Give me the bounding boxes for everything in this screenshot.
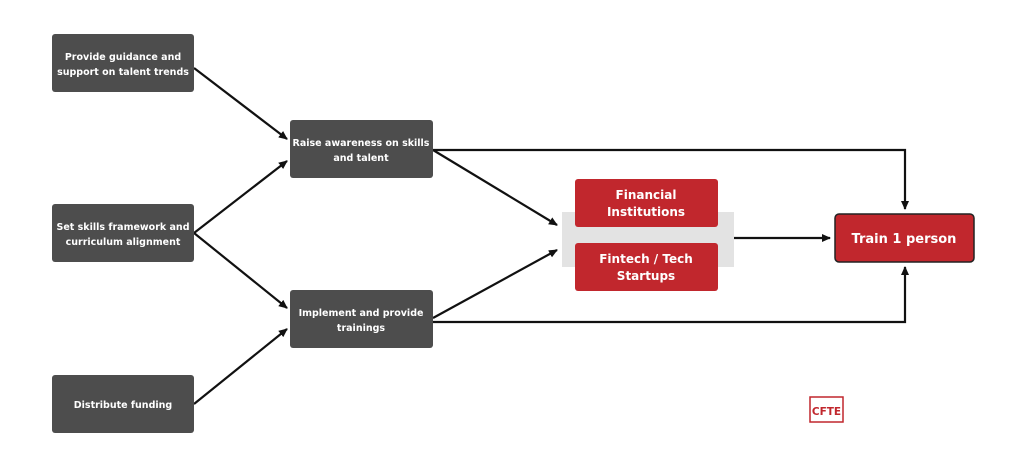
node-guidance-line1: Provide guidance and bbox=[65, 52, 181, 63]
node-fintech-startups-line2: Startups bbox=[617, 269, 675, 283]
arrow-trainings-to-train bbox=[433, 266, 909, 324]
node-skills-framework: Set skills framework and curriculum alig… bbox=[52, 204, 194, 262]
arrow-framework-to-awareness bbox=[193, 160, 288, 234]
arrow-awareness-to-band bbox=[432, 149, 558, 226]
arrow-guidance-to-awareness bbox=[193, 67, 288, 140]
node-awareness: Raise awareness on skills and talent bbox=[290, 120, 433, 178]
node-financial-institutions-line2: Institutions bbox=[607, 205, 685, 219]
connectors bbox=[193, 67, 909, 405]
node-train-person-label: Train 1 person bbox=[852, 232, 957, 247]
node-trainings: Implement and provide trainings bbox=[290, 290, 433, 348]
node-train-person: Train 1 person bbox=[834, 213, 975, 263]
node-financial-institutions-line1: Financial bbox=[616, 188, 677, 202]
node-funding: Distribute funding bbox=[52, 375, 194, 433]
node-skills-framework-line2: curriculum alignment bbox=[66, 237, 181, 248]
node-guidance-line2: support on talent trends bbox=[57, 67, 189, 78]
arrow-awareness-to-train bbox=[433, 148, 909, 210]
node-funding-label: Distribute funding bbox=[74, 400, 172, 411]
node-trainings-line2: trainings bbox=[337, 323, 385, 334]
cfte-logo-text: CFTE bbox=[812, 406, 841, 418]
arrow-funding-to-trainings bbox=[193, 328, 288, 405]
node-guidance: Provide guidance and support on talent t… bbox=[52, 34, 194, 92]
node-fintech-startups-line1: Fintech / Tech bbox=[599, 252, 693, 266]
node-awareness-line2: and talent bbox=[333, 153, 389, 164]
node-trainings-line1: Implement and provide bbox=[299, 308, 424, 319]
node-financial-institutions: Financial Institutions bbox=[575, 179, 718, 227]
cfte-logo: CFTE bbox=[809, 396, 844, 423]
node-skills-framework-line1: Set skills framework and bbox=[57, 222, 190, 233]
arrow-trainings-to-band bbox=[432, 249, 558, 319]
node-awareness-line1: Raise awareness on skills bbox=[293, 138, 430, 149]
node-fintech-startups: Fintech / Tech Startups bbox=[575, 243, 718, 291]
arrow-framework-to-trainings bbox=[193, 232, 288, 309]
